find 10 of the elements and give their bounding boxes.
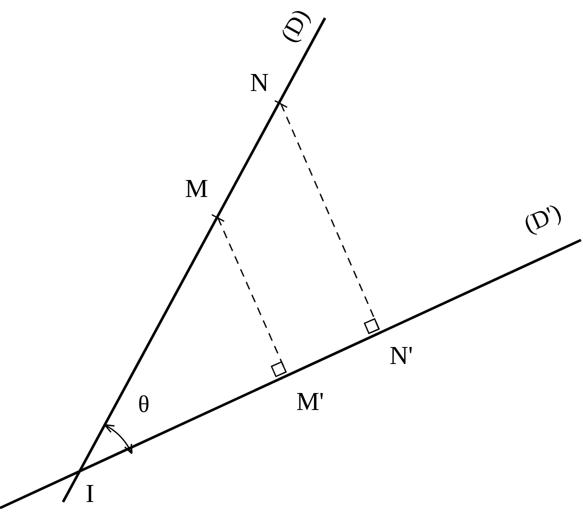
line-label: (D') xyxy=(520,200,565,238)
point-label: I xyxy=(86,481,94,507)
point-label: N xyxy=(250,70,269,96)
projection-line xyxy=(217,218,287,378)
angle-label: θ xyxy=(138,393,150,417)
point-label: N' xyxy=(390,343,413,369)
point-label: M' xyxy=(296,389,324,415)
point-label: M xyxy=(185,176,208,202)
line-label: (D) xyxy=(277,6,314,46)
projection-line xyxy=(280,104,380,334)
